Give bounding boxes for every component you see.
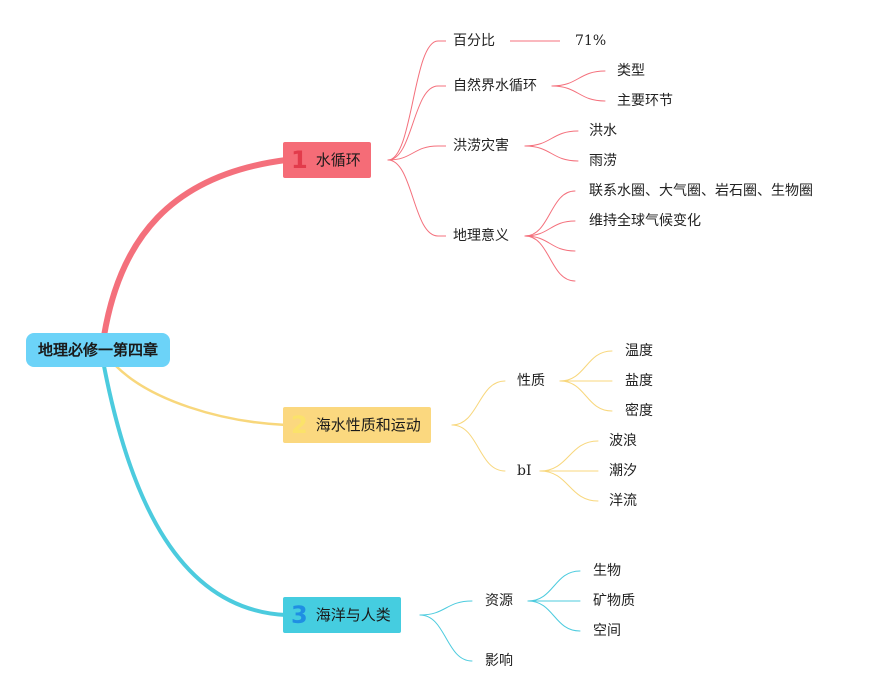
leaf-label: 盐度 (625, 373, 653, 389)
connector-root-to-branch-1 (101, 157, 289, 339)
topic-motion[interactable]: bI (517, 461, 532, 481)
value-label: 71% (575, 33, 607, 49)
connector-topic-geographic-significance (387, 159, 439, 237)
connector-root-to-branch-2 (114, 364, 288, 427)
leaf-label: 雨涝 (589, 153, 617, 169)
connector-significance-leaf-1 (524, 220, 576, 237)
leaf-flood[interactable]: 洪水 (589, 121, 617, 141)
root-node[interactable]: 地理必修一第四章 (26, 333, 171, 367)
leaf-label: 密度 (625, 403, 653, 419)
branch-label-1: 水循环 (315, 151, 361, 169)
leaf-label: 温度 (625, 343, 653, 359)
leaf-label: 空间 (593, 623, 621, 639)
branch-label-2: 海水性质和运动 (315, 416, 421, 434)
connector-resources-leaf-2 (527, 600, 581, 632)
leaf-waves[interactable]: 波浪 (609, 431, 637, 451)
leaf-space[interactable]: 空间 (593, 621, 621, 641)
leaf-main-links[interactable]: 主要环节 (617, 91, 673, 111)
connector-properties-leaf-0 (559, 350, 613, 382)
connector-flood-leaf-1 (524, 145, 579, 162)
connector-topic-flood-disaster (387, 145, 439, 161)
branch-number-3: 3 (291, 601, 308, 629)
connector-topic-resources (419, 600, 473, 616)
connector-significance-leaf-0 (524, 190, 576, 237)
topic-label: 百分比 (453, 33, 495, 49)
topic-label: 资源 (485, 593, 513, 609)
leaf-connect-spheres[interactable]: 联系水圈、大气圈、岩石圈、生物圈 (589, 181, 813, 201)
leaf-label: 类型 (617, 63, 645, 79)
connector-properties-leaf-2 (559, 380, 613, 412)
connector-resources-leaf-0 (527, 570, 581, 602)
connector-significance-leaf-3 (524, 235, 576, 282)
topic-label: 自然界水循环 (453, 78, 537, 94)
leaf-temperature[interactable]: 温度 (625, 341, 653, 361)
topic-impact[interactable]: 影响 (485, 651, 513, 671)
connector-topic-properties (451, 380, 506, 426)
leaf-label: 洋流 (609, 493, 637, 509)
branch-label-3: 海洋与人类 (315, 606, 391, 624)
topic-natural-water-cycle[interactable]: 自然界水循环 (453, 76, 537, 96)
leaf-maintain-climate[interactable]: 维持全球气候变化 (589, 211, 701, 231)
value-percentage[interactable]: 71% (575, 31, 606, 51)
topic-geographic-significance[interactable]: 地理意义 (453, 226, 509, 246)
leaf-currents[interactable]: 洋流 (609, 491, 637, 511)
leaf-label: 潮汐 (609, 463, 637, 479)
leaf-label: 联系水圈、大气圈、岩石圈、生物圈 (589, 183, 813, 199)
leaf-density[interactable]: 密度 (625, 401, 653, 421)
leaf-label: 波浪 (609, 433, 637, 449)
leaf-label: 维持全球气候变化 (589, 213, 701, 229)
connector-topic-impact (419, 614, 473, 662)
connector-root-to-branch-3 (102, 364, 288, 617)
connector-topic-natural-water-cycle (387, 85, 439, 161)
leaf-tides[interactable]: 潮汐 (609, 461, 637, 481)
connector-water-cycle-leaf-1 (551, 85, 606, 102)
topic-properties[interactable]: 性质 (517, 371, 545, 391)
leaf-minerals[interactable]: 矿物质 (593, 591, 635, 611)
topic-label: bI (517, 463, 532, 479)
leaf-salinity[interactable]: 盐度 (625, 371, 653, 391)
leaf-label: 主要环节 (617, 93, 673, 109)
connector-motion-leaf-0 (539, 440, 599, 472)
leaf-biology[interactable]: 生物 (593, 561, 621, 581)
branch-node-water-cycle[interactable]: 1 水循环 (283, 142, 371, 178)
connector-topic-motion (451, 424, 506, 472)
leaf-label: 生物 (593, 563, 621, 579)
leaf-type[interactable]: 类型 (617, 61, 645, 81)
connector-water-cycle-leaf-0 (551, 70, 606, 87)
topic-label: 影响 (485, 653, 513, 669)
leaf-label: 洪水 (589, 123, 617, 139)
connector-flood-leaf-0 (524, 130, 579, 147)
topic-label: 性质 (517, 373, 545, 389)
branch-node-seawater[interactable]: 2 海水性质和运动 (283, 407, 431, 443)
connector-topic-percentage (387, 40, 439, 161)
leaf-label: 矿物质 (593, 593, 635, 609)
topic-resources[interactable]: 资源 (485, 591, 513, 611)
leaf-waterlogging[interactable]: 雨涝 (589, 151, 617, 171)
root-label: 地理必修一第四章 (38, 341, 159, 359)
topic-flood-disaster[interactable]: 洪涝灾害 (453, 136, 509, 156)
topic-percentage[interactable]: 百分比 (453, 31, 495, 51)
connector-significance-leaf-2 (524, 235, 576, 252)
branch-node-ocean-humans[interactable]: 3 海洋与人类 (283, 597, 401, 633)
branch-number-2: 2 (291, 411, 308, 439)
topic-label: 地理意义 (453, 228, 509, 244)
connector-motion-leaf-2 (539, 470, 599, 502)
branch-number-1: 1 (291, 146, 308, 174)
topic-label: 洪涝灾害 (453, 138, 509, 154)
